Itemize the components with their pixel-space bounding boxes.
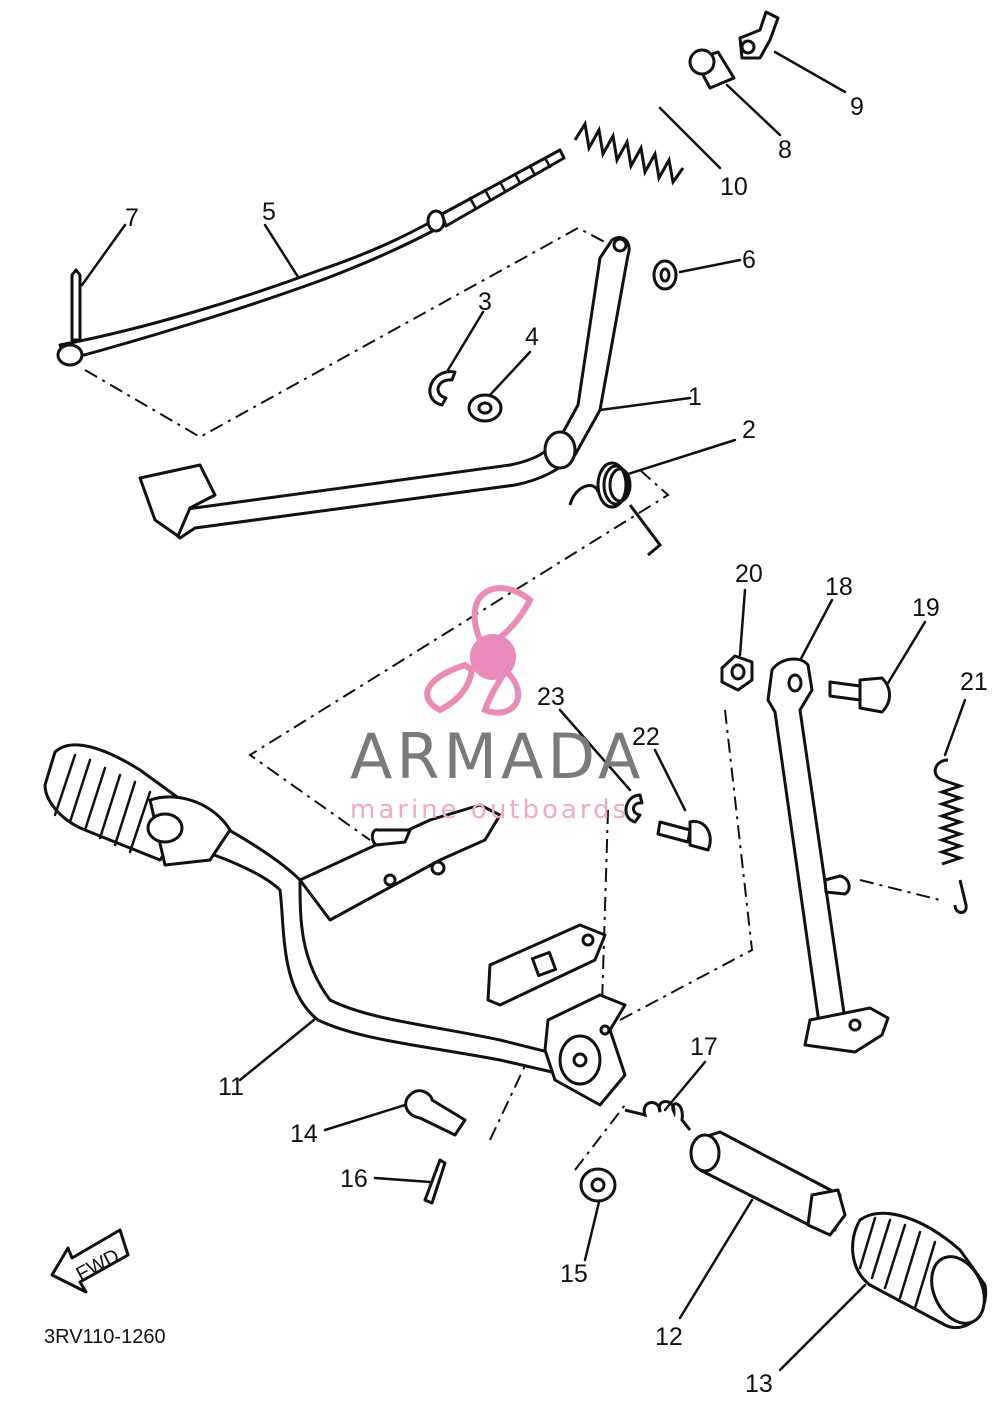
part-number-3: 3 <box>478 288 492 316</box>
circlip-23 <box>624 793 644 824</box>
part-number-labels: 1 2 3 4 5 6 7 8 9 10 11 12 13 14 15 16 1… <box>125 93 988 1398</box>
brake-pedal-1 <box>138 236 631 540</box>
spring-17 <box>624 1100 692 1131</box>
part-number-18: 18 <box>825 573 853 601</box>
leader-lines <box>80 50 967 1372</box>
nut-20 <box>720 654 754 692</box>
brake-rod-5 <box>56 148 566 367</box>
part-number-22: 22 <box>632 723 660 751</box>
washer-15 <box>579 1167 617 1203</box>
watermark: ARMADA marine outboards <box>350 585 644 825</box>
spring-10 <box>573 119 685 186</box>
spring-21 <box>933 758 968 914</box>
washer-4 <box>467 393 503 423</box>
watermark-brand: ARMADA <box>350 720 644 793</box>
part-number-12: 12 <box>655 1323 683 1351</box>
side-stand-18 <box>766 657 890 1054</box>
bolt-22 <box>656 819 712 852</box>
footrest-shaft-12 <box>689 1130 847 1237</box>
footrest-rubber-13 <box>851 1211 988 1330</box>
wing-nut-9 <box>738 10 780 60</box>
part-number-19: 19 <box>912 594 940 622</box>
propeller-logo-icon <box>424 585 534 716</box>
part-number-14: 14 <box>290 1120 318 1148</box>
part-number-6: 6 <box>742 246 756 274</box>
part-number-9: 9 <box>850 93 864 121</box>
part-number-2: 2 <box>742 416 756 444</box>
part-number-16: 16 <box>340 1165 368 1193</box>
bolt-19 <box>828 676 891 714</box>
part-number-5: 5 <box>262 198 276 226</box>
part-number-4: 4 <box>525 323 539 351</box>
part-number-10: 10 <box>720 173 748 201</box>
part-number-13: 13 <box>745 1370 773 1398</box>
watermark-tagline: marine outboards <box>350 795 629 825</box>
part-number-20: 20 <box>735 560 763 588</box>
pivot-bracket <box>543 993 627 1107</box>
part-number-17: 17 <box>690 1033 718 1061</box>
part-number-23: 23 <box>537 683 565 711</box>
part-number-7: 7 <box>125 204 139 232</box>
diagram-code: 3RV110-1260 <box>44 1326 166 1348</box>
return-spring-2 <box>568 461 663 557</box>
part-number-21: 21 <box>960 668 988 696</box>
part-number-8: 8 <box>778 136 792 164</box>
part-number-1: 1 <box>688 383 702 411</box>
footrest-bracket-11 <box>198 803 607 1077</box>
cotter-pin-7 <box>70 268 82 342</box>
adjuster-8 <box>688 48 736 90</box>
part-number-11: 11 <box>218 1073 244 1101</box>
part-number-15: 15 <box>560 1260 588 1288</box>
circlip-3 <box>428 370 457 407</box>
fwd-arrow-icon: FWD <box>50 1228 130 1294</box>
cotter-pin-16 <box>423 1158 447 1205</box>
washer-6 <box>652 259 678 291</box>
pin-14 <box>404 1089 467 1137</box>
footrest-rubber-left <box>43 743 232 867</box>
